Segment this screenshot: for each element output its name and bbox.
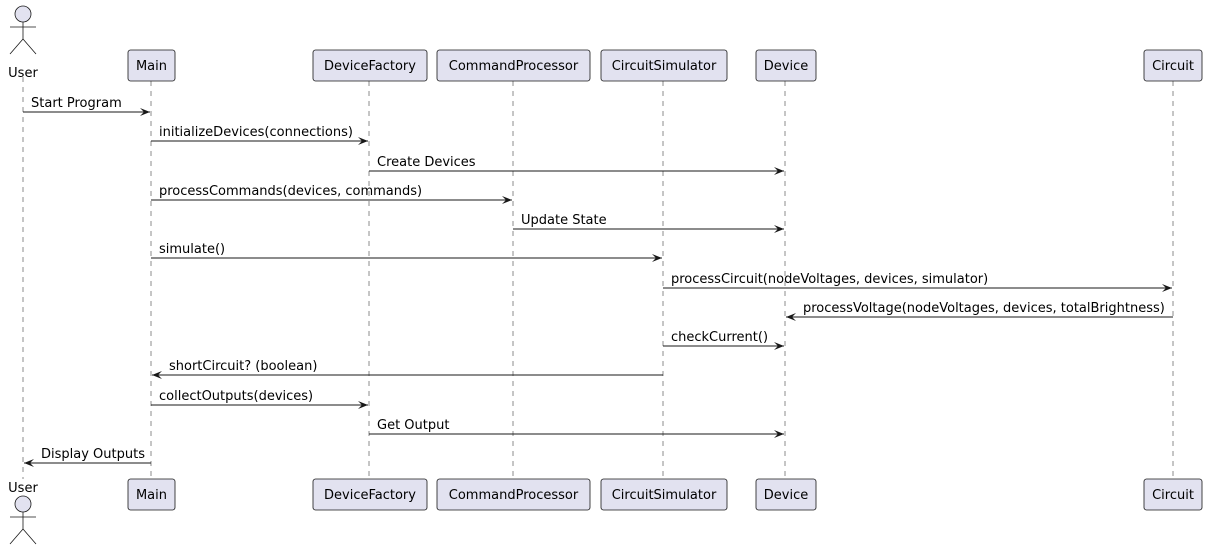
messages: Start Program initializeDevices(connectio… (23, 96, 1173, 467)
participant-box-commandprocessor-top (436, 49, 591, 82)
message-5: Update State (513, 213, 784, 233)
arrowhead-icon (774, 167, 784, 175)
message-13: Display Outputs (24, 447, 151, 467)
message-4: processCommands(devices, commands) (151, 184, 512, 204)
message-label: shortCircuit? (boolean) (169, 359, 317, 374)
message-12: Get Output (369, 418, 784, 438)
message-label: collectOutputs(devices) (159, 389, 313, 404)
message-label: processVoltage(nodeVoltages, devices, to… (803, 301, 1165, 316)
arrowhead-icon (774, 225, 784, 233)
participant-label-circuit-bottom: Circuit (1152, 488, 1194, 503)
message-label: checkCurrent() (671, 330, 768, 345)
participant-box-device-bottom (755, 478, 817, 511)
message-11: collectOutputs(devices) (151, 389, 368, 409)
participant-label-commandprocessor-top: CommandProcessor (449, 59, 579, 74)
participant-label-circuit-top: Circuit (1152, 59, 1194, 74)
message-label: processCommands(devices, commands) (159, 184, 422, 199)
arrowhead-icon (774, 430, 784, 438)
participant-box-circuitsimulator-bottom (600, 478, 728, 511)
participant-label-circuitsimulator-top: CircuitSimulator (612, 59, 717, 74)
lifelines (22, 77, 1174, 479)
message-1: Start Program (23, 96, 150, 116)
message-label: Create Devices (377, 155, 476, 170)
arrowhead-icon (152, 371, 162, 379)
arrowhead-icon (1162, 284, 1172, 292)
participant-label-main-bottom: Main (136, 488, 167, 503)
message-label: simulate() (159, 242, 225, 257)
participant-box-devicefactory-bottom (312, 478, 428, 511)
participant-box-main-bottom (127, 478, 176, 511)
arrowhead-icon (502, 196, 512, 204)
participant-label-circuitsimulator-bottom: CircuitSimulator (612, 488, 717, 503)
participant-box-commandprocessor-bottom (436, 478, 591, 511)
participant-label-user-top: User (8, 66, 38, 81)
arrowhead-icon (24, 459, 34, 467)
message-9: checkCurrent() (663, 330, 784, 350)
actor-figure-user-bottom (9, 495, 37, 545)
message-label: Start Program (31, 96, 122, 111)
participant-label-devicefactory-top: DeviceFactory (324, 59, 416, 74)
participant-label-user-bottom: User (8, 481, 38, 496)
participant-box-circuit-top (1143, 49, 1203, 82)
participant-box-main-top (127, 49, 176, 82)
message-label: processCircuit(nodeVoltages, devices, si… (671, 272, 988, 287)
message-3: Create Devices (369, 155, 784, 175)
message-2: initializeDevices(connections) (151, 125, 368, 145)
message-7: processCircuit(nodeVoltages, devices, si… (663, 272, 1172, 292)
arrowhead-icon (786, 313, 796, 321)
arrowhead-icon (358, 401, 368, 409)
arrowhead-icon (140, 108, 150, 116)
participant-label-main-top: Main (136, 59, 167, 74)
participants-bottom: User Main DeviceFactory CommandProcessor Cir… (8, 478, 1203, 545)
participant-label-devicefactory-bottom: DeviceFactory (324, 488, 416, 503)
arrowhead-icon (774, 342, 784, 350)
message-8: processVoltage(nodeVoltages, devices, to… (786, 301, 1173, 321)
participant-label-device-top: Device (764, 59, 808, 74)
message-label: initializeDevices(connections) (159, 125, 353, 140)
actor-figure-user-top (9, 5, 37, 55)
participant-box-circuitsimulator-top (600, 49, 728, 82)
participant-box-devicefactory-top (312, 49, 428, 82)
participant-label-commandprocessor-bottom: CommandProcessor (449, 488, 579, 503)
message-6: simulate() (151, 242, 662, 262)
message-label: Display Outputs (41, 447, 145, 462)
message-10: shortCircuit? (boolean) (152, 359, 663, 379)
participant-box-device-top (755, 49, 817, 82)
participant-label-device-bottom: Device (764, 488, 808, 503)
participant-box-circuit-bottom (1143, 478, 1203, 511)
arrowhead-icon (652, 254, 662, 262)
message-label: Get Output (377, 418, 449, 433)
arrowhead-icon (358, 137, 368, 145)
message-label: Update State (521, 213, 607, 228)
participants-top: User Main DeviceFactory CommandProcessor Cir… (8, 5, 1203, 82)
